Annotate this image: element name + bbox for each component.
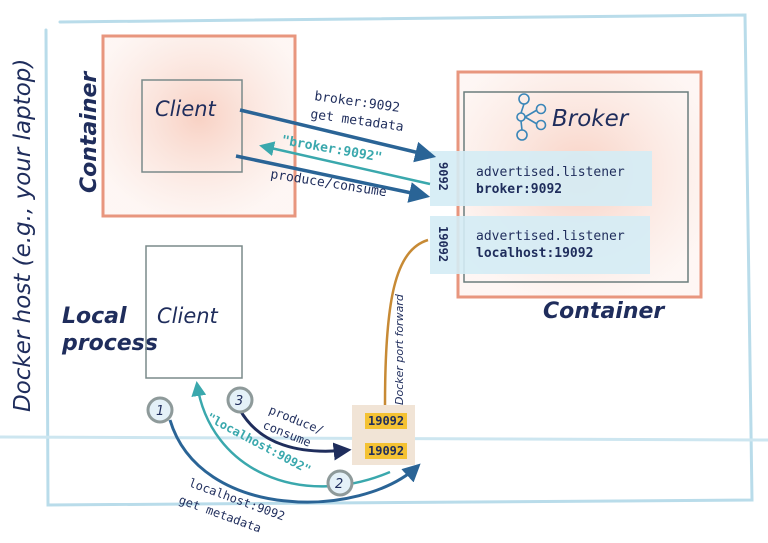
port-forward-label: Docker port forward <box>393 293 406 405</box>
bottom-data-arrow <box>238 409 352 461</box>
broker-container-label: Container <box>543 299 665 324</box>
port-highlight-1 <box>365 413 407 429</box>
step-3-number: 3 <box>235 394 243 409</box>
step-3-badge: 3 <box>226 386 254 414</box>
port-highlight-2 <box>365 443 407 459</box>
listener-9092-title: advertised.listener <box>476 165 625 180</box>
local-client-box <box>145 245 243 379</box>
step-2-badge: 2 <box>326 469 354 497</box>
container-client-box <box>141 79 243 173</box>
top-response-arrow <box>259 141 431 186</box>
docker-host-frame <box>44 13 754 507</box>
client-container-label: Container <box>77 71 102 193</box>
local-process-label-2: process <box>61 331 158 356</box>
listener-9092-port: 9092 <box>436 162 450 191</box>
top-request-arrow <box>239 108 437 163</box>
kafka-icon <box>516 93 547 141</box>
step-1-number: 1 <box>156 404 164 419</box>
docker-host-label: Docker host (e.g., your laptop) <box>10 59 36 412</box>
port-forward-port-1: 19092 <box>368 414 404 428</box>
listener-19092-value: localhost:19092 <box>476 246 593 261</box>
bottom-response-arrow <box>191 381 391 488</box>
bottom-request-arrow <box>168 419 421 504</box>
listener-9092-band <box>430 151 652 206</box>
listener-19092-title: advertised.listener <box>476 229 625 244</box>
client-container-border <box>101 34 297 218</box>
top-data-arrow <box>235 154 431 203</box>
step-2-number: 2 <box>335 477 343 492</box>
listener-9092-value: broker:9092 <box>476 182 562 197</box>
container-client-label: Client <box>155 97 217 121</box>
step-1-badge: 1 <box>146 396 174 424</box>
listener-19092-port: 19092 <box>436 226 450 262</box>
broker-label: Broker <box>552 106 630 132</box>
local-client-label: Client <box>157 304 219 328</box>
listener-19092-band <box>430 216 650 274</box>
port-forward-port-2: 19092 <box>368 444 404 458</box>
client-container-fill <box>103 36 295 216</box>
port-forward-line <box>383 238 429 406</box>
local-process-label-1: Local <box>62 304 127 329</box>
